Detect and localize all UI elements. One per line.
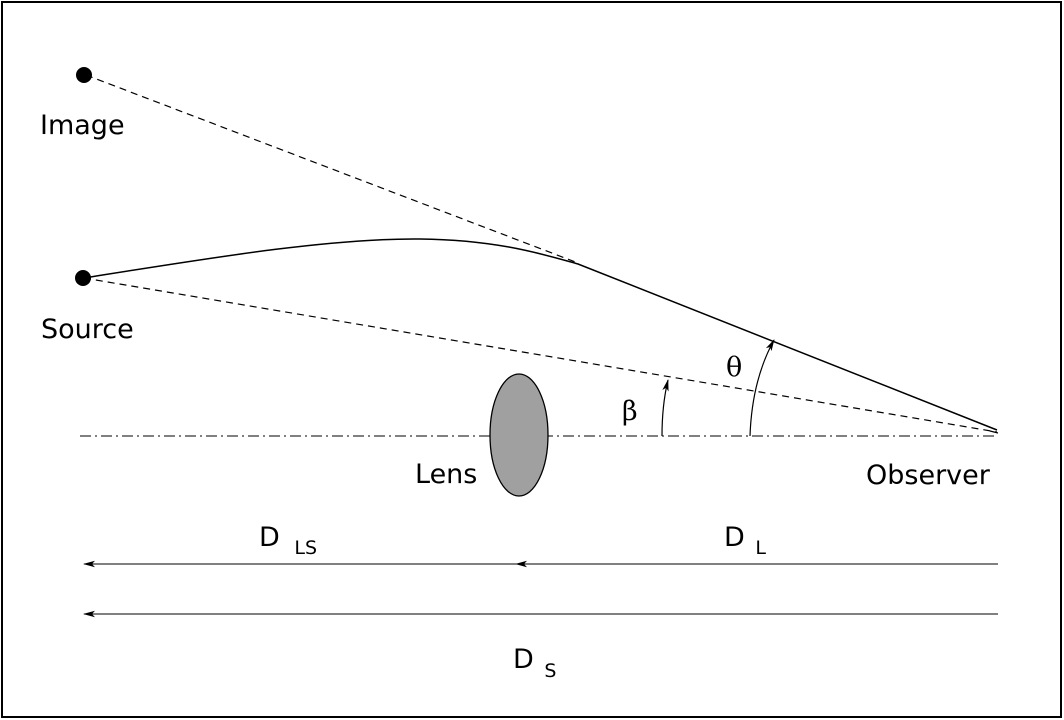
d-l-subscript: L xyxy=(755,537,766,559)
d-l-main: D xyxy=(724,522,745,553)
theta-label: θ xyxy=(726,352,742,383)
image-ray-dashed xyxy=(85,74,579,264)
d-ls-label: D LS xyxy=(259,522,317,559)
lens-label: Lens xyxy=(415,459,477,490)
d-s-main: D xyxy=(513,644,534,675)
image-label: Image xyxy=(40,110,125,141)
d-l-label: D L xyxy=(724,522,766,559)
image-point xyxy=(76,67,92,83)
source-ray-dashed xyxy=(83,277,998,433)
observer-point xyxy=(989,430,999,434)
beta-label: β xyxy=(622,396,638,427)
source-point xyxy=(75,270,91,286)
source-label: Source xyxy=(41,314,134,345)
d-ls-main: D xyxy=(259,522,280,553)
light-path-curve xyxy=(83,238,998,431)
d-s-subscript: S xyxy=(544,660,556,682)
theta-angle-arc xyxy=(749,339,775,437)
lens-shape xyxy=(489,373,549,497)
d-s-label: D S xyxy=(513,644,556,682)
beta-angle-arc xyxy=(661,379,669,437)
d-ls-subscript: LS xyxy=(294,537,317,559)
observer-label: Observer xyxy=(866,460,991,491)
